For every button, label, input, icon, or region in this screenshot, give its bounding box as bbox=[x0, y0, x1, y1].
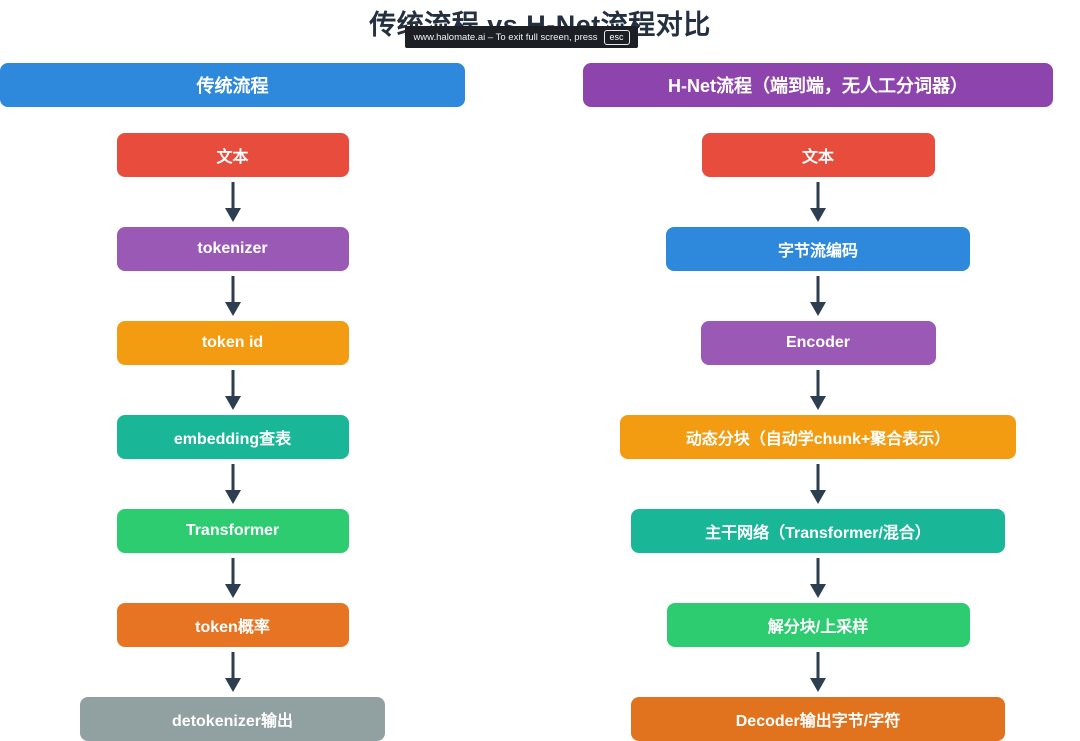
step-transformer: Transformer bbox=[116, 509, 349, 553]
down-arrow-icon bbox=[221, 177, 245, 227]
down-arrow-icon bbox=[221, 553, 245, 603]
down-arrow-icon bbox=[221, 459, 245, 509]
down-arrow-icon bbox=[221, 365, 245, 415]
down-arrow-icon bbox=[221, 271, 245, 321]
step-embedding-lookup: embedding查表 bbox=[116, 415, 349, 459]
step-token-id: token id bbox=[116, 321, 349, 365]
traditional-flow-header: 传统流程 bbox=[0, 63, 465, 107]
step-byte-stream-encoding: 字节流编码 bbox=[666, 227, 970, 271]
step-encoder: Encoder bbox=[700, 321, 936, 365]
esc-key-hint: esc bbox=[603, 29, 630, 45]
down-arrow-icon bbox=[806, 271, 830, 321]
down-arrow-icon bbox=[806, 459, 830, 509]
down-arrow-icon bbox=[806, 553, 830, 603]
step-token-probability: token概率 bbox=[116, 603, 349, 647]
step-tokenizer: tokenizer bbox=[116, 227, 349, 271]
step-text: 文本 bbox=[116, 133, 349, 177]
down-arrow-icon bbox=[806, 177, 830, 227]
step-backbone-network: 主干网络（Transformer/混合） bbox=[631, 509, 1005, 553]
hnet-flow-header: H-Net流程（端到端，无人工分词器） bbox=[583, 63, 1053, 107]
step-dynamic-chunking: 动态分块（自动学chunk+聚合表示） bbox=[620, 415, 1016, 459]
step-text: 文本 bbox=[701, 133, 935, 177]
down-arrow-icon bbox=[221, 647, 245, 697]
fullscreen-exit-toast: www.halomate.ai – To exit full screen, p… bbox=[405, 26, 638, 48]
down-arrow-icon bbox=[806, 647, 830, 697]
toast-message: www.halomate.ai – To exit full screen, p… bbox=[413, 31, 598, 43]
step-decoder-output: Decoder输出字节/字符 bbox=[631, 697, 1005, 741]
traditional-flow-column: 传统流程 文本 tokenizer token id embedding查表 T… bbox=[0, 63, 465, 741]
step-detokenizer-output: detokenizer输出 bbox=[80, 697, 385, 741]
step-dechunk-upsample: 解分块/上采样 bbox=[666, 603, 970, 647]
hnet-flow-column: H-Net流程（端到端，无人工分词器） 文本 字节流编码 Encoder 动态分… bbox=[583, 63, 1053, 741]
down-arrow-icon bbox=[806, 365, 830, 415]
